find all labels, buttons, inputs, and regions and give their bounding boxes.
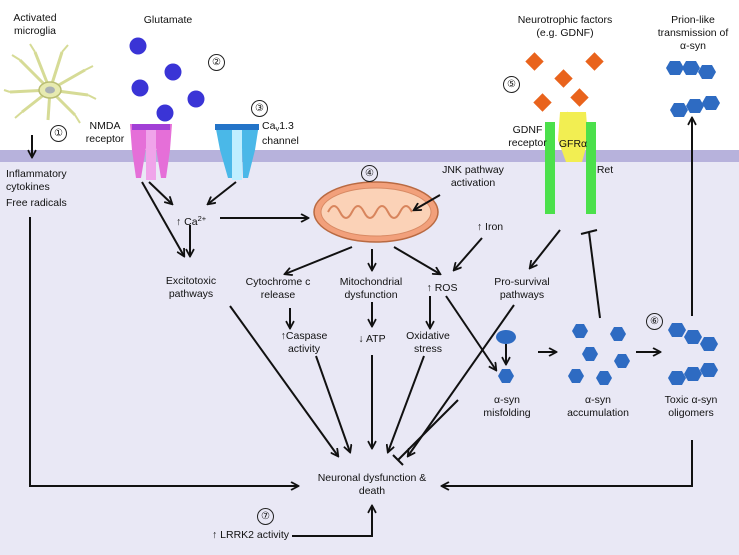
gdnf-receptor-label: GDNF receptor bbox=[508, 124, 547, 149]
step-3-marker: ③ bbox=[251, 100, 268, 117]
excitotoxic-pathways-label: Excitotoxic pathways bbox=[165, 275, 217, 300]
glutamate-particles-icon bbox=[129, 37, 205, 122]
jnk-pathway-label: JNK pathway activation bbox=[442, 164, 504, 189]
cav13-channel-icon bbox=[215, 124, 259, 180]
step-7-marker: ⑦ bbox=[257, 508, 274, 525]
cav-channel-prefix: Ca bbox=[262, 120, 276, 132]
step-2-marker: ② bbox=[208, 54, 225, 71]
mitochondrion-icon bbox=[313, 181, 439, 243]
asyn-accumulation-label: α-syn accumulation bbox=[567, 394, 629, 419]
ret-label: Ret bbox=[596, 164, 614, 176]
prion-like-label: Prion-like transmission of α-syn bbox=[657, 14, 729, 52]
toxic-oligomers-icon bbox=[668, 323, 718, 385]
free-radicals-label: Free radicals bbox=[6, 197, 67, 209]
step-6-marker: ⑥ bbox=[646, 313, 663, 330]
asyn-accumulation-icon bbox=[568, 324, 630, 385]
pathway-arrows bbox=[30, 118, 692, 537]
cytochrome-release-label: Cytochrome c release bbox=[245, 276, 311, 301]
atp-label: ↓ ATP bbox=[358, 333, 386, 345]
calcium-label: ↑ Ca2+ bbox=[176, 212, 206, 229]
mitochondrial-dysfunction-label: Mitochondrial dysfunction bbox=[339, 276, 403, 301]
lrrk2-label: ↑ LRRK2 activity bbox=[212, 529, 290, 541]
gdnf-receptor-icon bbox=[545, 112, 596, 214]
neurotrophic-factors-label: Neurotrophic factors (e.g. GDNF) bbox=[517, 14, 613, 39]
toxic-oligomers-label: Toxic α-syn oligomers bbox=[664, 394, 718, 419]
step-5-marker: ⑤ bbox=[503, 76, 520, 93]
cav-channel-line2: channel bbox=[262, 135, 299, 147]
nmda-receptor-icon bbox=[130, 124, 172, 180]
iron-label: ↑ Iron bbox=[476, 221, 504, 233]
gfra-label: GFRα bbox=[558, 138, 588, 150]
step-1-marker: ① bbox=[50, 125, 67, 142]
cav-channel-sub: v bbox=[275, 124, 280, 133]
nmda-receptor-label: NMDA receptor bbox=[85, 120, 125, 145]
cav-channel-suffix: 1.3 bbox=[279, 120, 294, 132]
pro-survival-label: Pro-survival pathways bbox=[494, 276, 550, 301]
asyn-misfolding-icon bbox=[496, 330, 516, 383]
calcium-prefix: ↑ Ca bbox=[176, 216, 198, 228]
prion-oligomers-icon bbox=[666, 61, 720, 117]
glutamate-label: Glutamate bbox=[143, 14, 193, 26]
calcium-sup: 2+ bbox=[197, 214, 207, 223]
step-4-marker: ④ bbox=[361, 165, 378, 182]
caspase-label: ↑Caspase activity bbox=[280, 330, 328, 355]
cav-channel-label: Cav1.3 channel bbox=[262, 120, 299, 148]
inflammatory-cytokines-label: Inflammatory cytokines bbox=[6, 168, 67, 193]
cell-membrane bbox=[0, 150, 739, 162]
ros-label: ↑ ROS bbox=[426, 282, 458, 294]
neuronal-death-label: Neuronal dysfunction & death bbox=[317, 472, 427, 497]
activated-microglia-label: Activated microglia bbox=[13, 12, 57, 37]
asyn-misfolding-label: α-syn misfolding bbox=[483, 394, 531, 419]
oxidative-stress-label: Oxidative stress bbox=[406, 330, 450, 355]
microglia-cell-icon bbox=[3, 43, 97, 124]
